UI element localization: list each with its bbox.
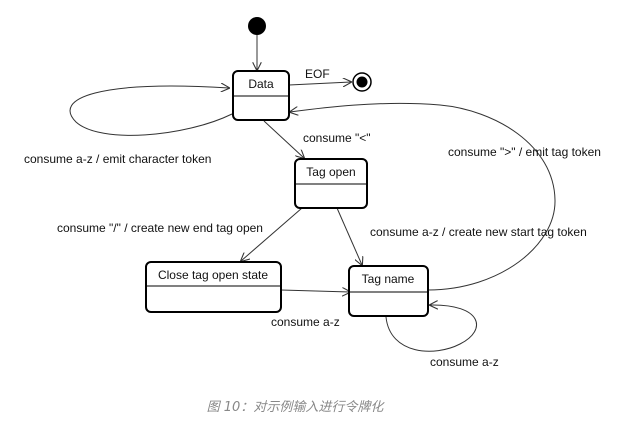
edge-tag-name-self-loop [385,305,477,352]
label-tag-open-to-tag-name: consume a-z / create new start tag token [370,225,587,239]
figure-caption: 图 10：对示例输入进行令牌化 [207,400,386,415]
label-close-to-tag-name: consume a-z [271,315,340,329]
state-close-tag-open-label: Close tag open state [158,268,268,282]
state-data-label: Data [248,77,274,91]
state-tag-open-label: Tag open [306,165,355,179]
edge-close-to-tag-name [280,290,350,292]
state-tag-name-label: Tag name [362,272,415,286]
initial-state-node [248,17,266,35]
label-data-to-tag-open: consume "<" [303,131,371,145]
edge-tag-open-to-close [241,207,303,261]
edge-data-self-loop [69,86,233,136]
state-tag-name: Tag name [348,265,429,317]
final-state-node [352,72,372,92]
label-data-eof: EOF [305,67,330,81]
edge-data-eof [288,82,351,85]
label-tag-open-to-close: consume "/" / create new end tag open [57,221,263,235]
state-tag-open: Tag open [294,158,368,209]
label-tag-name-to-data: consume ">" / emit tag token [448,145,601,159]
edge-tag-open-to-tag-name [336,207,362,265]
edge-tag-name-to-data [290,102,556,291]
state-close-tag-open: Close tag open state [145,261,282,313]
state-data: Data [232,70,290,121]
label-tag-name-self-loop: consume a-z [430,355,499,369]
edge-data-to-tag-open [263,120,304,158]
label-data-self-loop: consume a-z / emit character token [24,152,211,166]
